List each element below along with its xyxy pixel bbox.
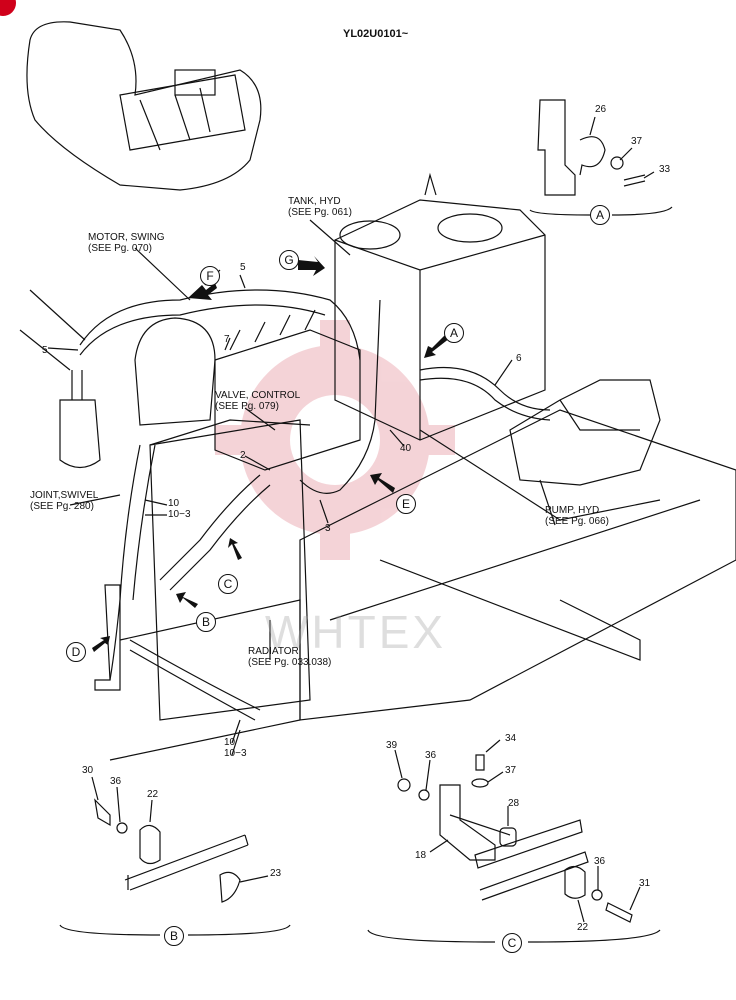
callout-motor-ref: (SEE Pg. 070)	[88, 243, 152, 254]
detail-b-baseline	[59, 924, 291, 936]
view-marker-g: G	[279, 250, 299, 270]
part-10-lower: 10	[224, 737, 236, 748]
part-10-3-lower: 10−3	[224, 748, 247, 759]
control-valve	[214, 329, 361, 471]
hose-3	[299, 299, 381, 494]
arrow-b-icon	[176, 592, 198, 608]
bracket	[94, 584, 121, 691]
arrow-a-icon	[424, 334, 450, 358]
view-marker-b: B	[196, 612, 216, 632]
part-30: 30	[82, 765, 94, 776]
detail-c-bar	[474, 819, 589, 901]
hose-10	[109, 444, 141, 681]
callout-valve-ref: (SEE Pg. 079)	[215, 401, 279, 412]
part-36-c2: 36	[594, 856, 606, 867]
callout-radiator-ref: (SEE Pg. 033.038)	[248, 657, 332, 668]
arrow-g-icon	[298, 256, 325, 276]
detail-b-bar	[124, 834, 249, 891]
callout-pump-title: PUMP, HYD	[545, 505, 600, 516]
callout-motor-title: MOTOR, SWING	[88, 232, 165, 243]
callout-joint-ref: (SEE Pg. 280)	[30, 501, 94, 512]
part-37-a: 37	[631, 136, 643, 147]
part-18: 18	[415, 850, 427, 861]
part-34: 34	[505, 733, 517, 744]
callout-valve: VALVE, CONTROL (SEE Pg. 079)	[215, 390, 300, 412]
hose-6	[419, 366, 551, 411]
part-6: 6	[516, 353, 522, 364]
part-3: 3	[325, 523, 331, 534]
view-marker-f: F	[200, 266, 220, 286]
part-7: 7	[224, 334, 230, 345]
part-39: 39	[386, 740, 398, 751]
corner-badge	[0, 0, 16, 16]
page-code: YL02U0101~	[343, 28, 409, 40]
view-marker-a: A	[444, 323, 464, 343]
part-36-b: 36	[110, 776, 122, 787]
callout-radiator: RADIATOR (SEE Pg. 033.038)	[248, 646, 331, 668]
part-22-c: 22	[577, 922, 589, 933]
callout-tank: TANK, HYD (SEE Pg. 061)	[288, 196, 352, 218]
view-marker-e: E	[396, 494, 416, 514]
callout-valve-title: VALVE, CONTROL	[215, 390, 301, 401]
detail-c-label: C	[502, 933, 522, 953]
arrow-e-icon	[370, 473, 395, 493]
callout-joint-title: JOINT,SWIVEL	[30, 490, 99, 501]
part-23: 23	[270, 868, 282, 879]
inset-machine	[26, 21, 262, 191]
arrow-d-icon	[92, 636, 110, 652]
part-28: 28	[508, 798, 520, 809]
view-marker-d: D	[66, 642, 86, 662]
hose-5	[79, 289, 361, 361]
callout-pump-ref: (SEE Pg. 066)	[545, 516, 609, 527]
part-5-top: 5	[240, 262, 246, 273]
detail-a-label: A	[590, 205, 610, 225]
callout-joint: JOINT,SWIVEL (SEE Pg. 280)	[30, 490, 98, 512]
part-33: 33	[659, 164, 671, 175]
detail-a-baseline	[529, 206, 673, 216]
hose-2	[159, 474, 261, 581]
part-10-3-upper: 10−3	[168, 509, 191, 520]
part-22-b: 22	[147, 789, 159, 800]
arrow-c-icon	[228, 538, 242, 560]
callout-tank-title: TANK, HYD	[288, 196, 341, 207]
callout-pump: PUMP, HYD (SEE Pg. 066)	[545, 505, 609, 527]
part-31: 31	[639, 878, 651, 889]
part-2: 2	[240, 450, 246, 461]
hyd-tank	[334, 199, 546, 441]
part-40: 40	[400, 443, 412, 454]
callout-motor: MOTOR, SWING (SEE Pg. 070)	[88, 232, 164, 254]
part-5-left: 5	[42, 345, 48, 356]
part-10-upper: 10	[168, 498, 180, 509]
part-36-c1: 36	[425, 750, 437, 761]
swivel-joint	[59, 399, 101, 469]
arrow-f-icon	[188, 283, 217, 300]
swing-motor	[134, 317, 216, 426]
detail-c-baseline	[367, 929, 661, 943]
detail-c-bracket	[439, 784, 496, 861]
detail-b-label: B	[164, 926, 184, 946]
detail-a-bracket	[537, 99, 576, 196]
part-37-c: 37	[505, 765, 517, 776]
radiator	[149, 419, 311, 721]
part-26: 26	[595, 104, 607, 115]
hyd-pump	[509, 379, 661, 486]
callout-radiator-title: RADIATOR	[248, 646, 299, 657]
watermark-text: WHTEX	[265, 606, 447, 658]
view-marker-c: C	[218, 574, 238, 594]
callout-tank-ref: (SEE Pg. 061)	[288, 207, 352, 218]
